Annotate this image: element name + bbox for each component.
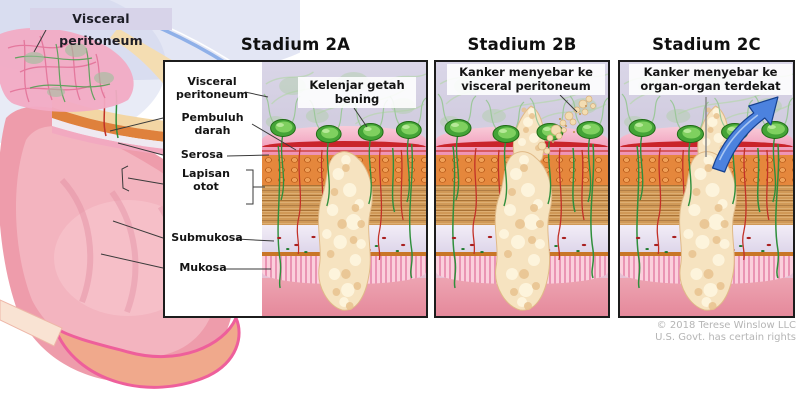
tumor-mass (318, 151, 373, 311)
callout-line: Kanker menyebar ke (643, 65, 778, 79)
copyright-line-1: © 2018 Terese Winslow LLC (656, 320, 796, 331)
overview-peritoneum-label: Visceral peritoneum (30, 8, 172, 48)
layer-label-submukosa: Submukosa (171, 231, 243, 244)
lymph-vessel (391, 147, 396, 213)
lymph-node-callout: Kelenjar getah bening (298, 77, 416, 109)
callout-line: Kelenjar getah (309, 78, 405, 92)
lymph-vessel (452, 145, 457, 289)
callout-line: Kanker menyebar ke (459, 65, 593, 79)
blood-vessel (766, 149, 770, 221)
blood-vessel (742, 147, 747, 261)
panel-title-2a: Stadium 2A (240, 35, 351, 54)
lymph-node (315, 125, 342, 143)
blood-vessel (472, 147, 477, 255)
lymph-vessel (590, 143, 595, 279)
lymph-vessel (775, 143, 780, 279)
blood-vessel (557, 147, 562, 261)
panel-title-2c: Stadium 2C (652, 35, 761, 54)
label-line: peritoneum (176, 88, 248, 102)
lymph-vessel (572, 147, 576, 213)
blood-vessel (581, 149, 585, 221)
lymph-node (761, 121, 789, 139)
layer-label-serosa: Serosa (180, 148, 224, 161)
spreading-cancer-cells (537, 95, 596, 155)
callout-line: bening (334, 91, 380, 106)
layer-label-visceral-peritoneum: Visceral peritoneum (165, 75, 259, 101)
tumor-mass (494, 105, 553, 311)
lymph-vessel (636, 145, 641, 289)
tissue-illustration-2b (436, 62, 608, 316)
tissue-illustration-2a (262, 62, 426, 316)
layer-label-mukosa: Mukosa (179, 261, 227, 274)
spread-organs-callout: Kanker menyebar ke organ-organ terdekat (629, 64, 792, 96)
panel-stadium-2c (618, 60, 795, 318)
tissue-overlay-2b (437, 71, 608, 311)
lymph-node (357, 123, 384, 141)
lymph-vessel (756, 147, 761, 213)
faded-lymph-node (666, 109, 691, 123)
label-line: Visceral (187, 75, 237, 88)
blood-vessel (296, 147, 302, 255)
blood-vessel (377, 147, 383, 261)
copyright-line-2: U.S. Govt. has certain rights (655, 332, 796, 343)
lymph-node (576, 121, 604, 139)
copyright-notice: © 2018 Terese Winslow LLC U.S. Govt. has… (556, 320, 796, 344)
lymph-vessel (277, 145, 282, 289)
label-line: Lapisan (182, 167, 230, 180)
blood-vessel (400, 149, 404, 221)
layer-serosa-vessel (262, 141, 426, 147)
callout-line: organ-organ terdekat (640, 78, 781, 93)
panel-stadium-2a (163, 60, 428, 318)
faded-lymph-node (482, 109, 506, 123)
lymph-node (444, 119, 472, 137)
panel-stadium-2b (434, 60, 610, 318)
blood-vessel (656, 147, 662, 255)
tissue-overlay-2c (621, 71, 793, 311)
callout-line: visceral peritoneum (461, 78, 591, 93)
faded-lymph-node (305, 109, 329, 123)
lymph-node (270, 119, 296, 137)
colon-cut-edge (52, 314, 241, 389)
lymph-node (628, 119, 656, 137)
label-line: otot (193, 180, 219, 194)
panel-title-2b: Stadium 2B (467, 35, 577, 54)
tissue-illustration-2c (620, 62, 793, 316)
lymph-node (492, 125, 520, 143)
lymph-node (676, 125, 704, 143)
spread-direction-arrow (711, 96, 779, 173)
lymph-node (395, 121, 422, 139)
lymph-vessel (408, 143, 413, 279)
tumor-mass (679, 105, 737, 311)
spread-peritoneum-callout: Kanker menyebar ke visceral peritoneum (447, 64, 605, 96)
layer-label-lapisan-otot: Lapisan otot (168, 167, 244, 193)
layer-label-pembuluh-darah: Pembuluh darah (181, 111, 244, 138)
visceral-peritoneum-mesh (0, 27, 134, 112)
